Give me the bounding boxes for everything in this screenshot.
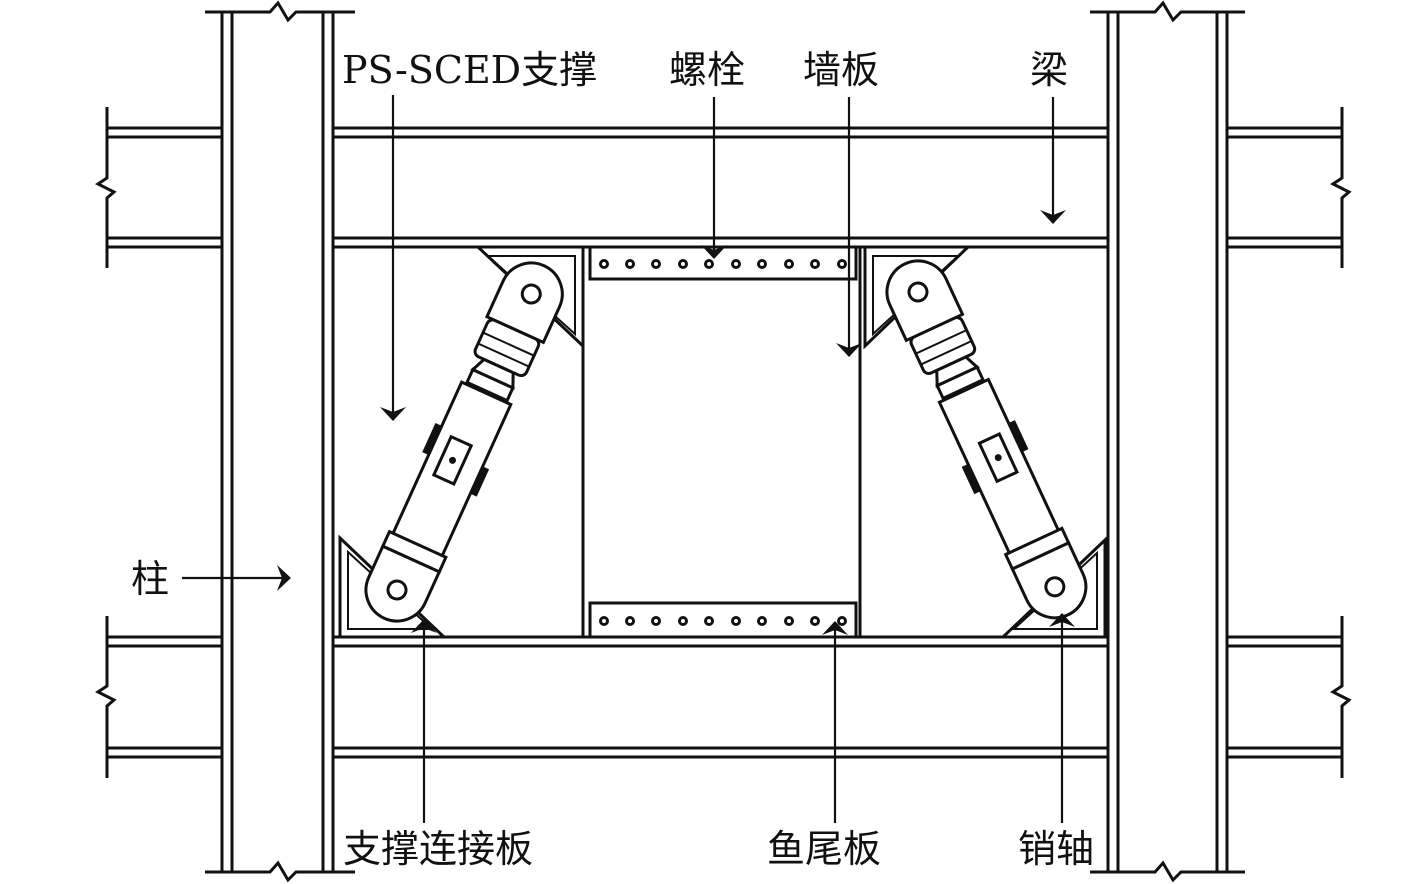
left-column bbox=[205, 0, 355, 883]
upper-beam bbox=[333, 126, 1108, 249]
beam-label: 梁 bbox=[1030, 48, 1068, 92]
right-beam-stubs bbox=[1227, 107, 1352, 778]
lower-beam bbox=[333, 635, 1108, 759]
left-brace bbox=[364, 261, 564, 623]
right-brace bbox=[885, 259, 1088, 620]
labels: PS-SCED支撑 螺栓 墙板 梁 柱 支撑连接板 鱼尾板 销轴 bbox=[131, 48, 1094, 871]
right-column bbox=[1090, 0, 1245, 883]
top-bolt-row bbox=[599, 259, 847, 269]
fishtail-plate-label: 鱼尾板 bbox=[767, 827, 881, 871]
brace-gusset-label: 支撑连接板 bbox=[343, 827, 533, 871]
bottom-bolt-row bbox=[599, 616, 847, 626]
left-beam-stubs bbox=[95, 107, 222, 778]
column-label: 柱 bbox=[131, 557, 169, 601]
brace-label: PS-SCED支撑 bbox=[342, 48, 597, 92]
pin-label: 销轴 bbox=[1018, 827, 1094, 871]
wall-panel-label: 墙板 bbox=[803, 48, 879, 92]
bottom-fishtail-plate bbox=[588, 601, 858, 639]
leader-lines bbox=[182, 95, 1075, 823]
bolt-label: 螺栓 bbox=[669, 48, 745, 92]
top-fishtail-plate bbox=[588, 245, 858, 281]
wall-panel bbox=[581, 247, 862, 637]
